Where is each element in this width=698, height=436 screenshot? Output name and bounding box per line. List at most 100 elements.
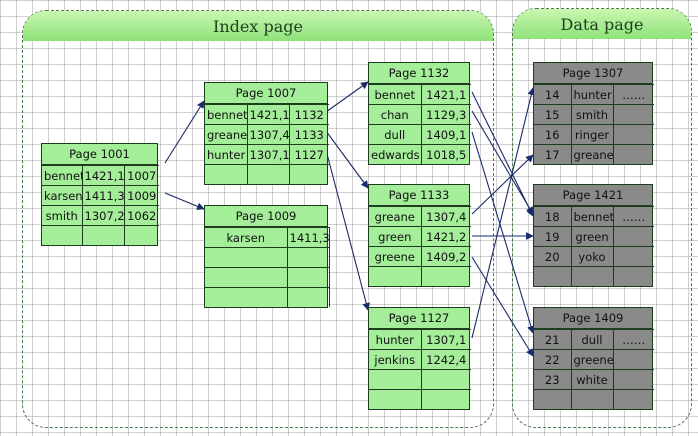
- table-cell: [612, 389, 654, 409]
- table-cell: [42, 225, 83, 245]
- table-row: [205, 267, 330, 288]
- table-cell: 1129,3: [420, 104, 471, 125]
- table-cell: 1018,5: [420, 144, 471, 164]
- table-cell: 1421,2: [420, 226, 471, 247]
- table-cell: 1007: [123, 165, 159, 186]
- table-cell: 1307,1: [246, 144, 290, 165]
- data-page-region: Data page: [512, 8, 692, 428]
- table-cell: green: [570, 226, 614, 247]
- table-cell: jenkins: [369, 349, 422, 370]
- table-cell: 21: [534, 329, 572, 350]
- page-title: Page 1009: [205, 206, 327, 227]
- table-cell: [369, 389, 422, 409]
- table-cell: 19: [534, 226, 572, 247]
- table-cell: 17: [534, 144, 572, 164]
- table-cell: 1242,4: [420, 349, 471, 370]
- table-cell: [286, 287, 330, 307]
- table-cell: [205, 267, 288, 288]
- table-cell: 1062: [123, 205, 159, 226]
- table-cell: [205, 287, 288, 307]
- table-cell: bennet: [42, 165, 83, 186]
- table-cell: greane: [205, 124, 248, 145]
- page-title: Page 1132: [369, 63, 469, 84]
- table-cell: hunter: [369, 329, 422, 350]
- table-row: [369, 369, 471, 390]
- table-cell: [369, 369, 422, 390]
- table-cell: [570, 266, 614, 286]
- table-cell: bennet: [570, 206, 614, 227]
- table-cell: [81, 225, 125, 245]
- table-cell: 1421,1: [81, 165, 125, 186]
- table-cell: 1421,1: [246, 104, 290, 125]
- table-cell: smith: [42, 205, 83, 226]
- table-cell: [612, 266, 654, 286]
- table-cell: [612, 104, 654, 125]
- table-row: [205, 287, 330, 307]
- table-cell: [534, 389, 572, 409]
- table-cell: [612, 124, 654, 145]
- table-cell: smith: [570, 104, 614, 125]
- table-cell: 14: [534, 84, 572, 105]
- table-cell: greane: [570, 144, 614, 164]
- table-cell: ……: [612, 206, 654, 227]
- table-cell: hunter: [570, 84, 614, 105]
- page-title: Page 1421: [534, 185, 652, 206]
- table-cell: [420, 369, 471, 390]
- table-cell: 1409,1: [420, 124, 471, 145]
- table-row: [205, 164, 329, 184]
- table-cell: [286, 247, 330, 268]
- table-cell: [612, 369, 654, 390]
- table-cell: [420, 266, 471, 286]
- page-title: Page 1133: [369, 185, 469, 206]
- table-cell: 1133: [288, 124, 329, 145]
- page-title: Page 1001: [42, 144, 157, 165]
- table-cell: [570, 389, 614, 409]
- page-title: Page 1007: [205, 83, 327, 104]
- page-title: Page 1127: [369, 308, 469, 329]
- table-row: [369, 389, 471, 409]
- table-cell: 16: [534, 124, 572, 145]
- table-cell: 1411,3: [286, 227, 330, 248]
- table-cell: [369, 266, 422, 286]
- table-cell: 1127: [288, 144, 329, 165]
- table-cell: 18: [534, 206, 572, 227]
- table-row: [42, 225, 159, 245]
- table-cell: [612, 226, 654, 247]
- table-row: [369, 266, 471, 286]
- table-cell: 1409,2: [420, 246, 471, 267]
- table-cell: chan: [369, 104, 422, 125]
- data-page-title: Data page: [513, 9, 691, 39]
- table-cell: edwards: [369, 144, 422, 164]
- table-cell: [286, 267, 330, 288]
- table-cell: [205, 164, 248, 184]
- table-cell: 22: [534, 349, 572, 370]
- table-cell: 1009: [123, 185, 159, 206]
- table-cell: [205, 247, 288, 268]
- table-cell: ……: [612, 84, 654, 105]
- table-cell: [534, 266, 572, 286]
- table-cell: white: [570, 369, 614, 390]
